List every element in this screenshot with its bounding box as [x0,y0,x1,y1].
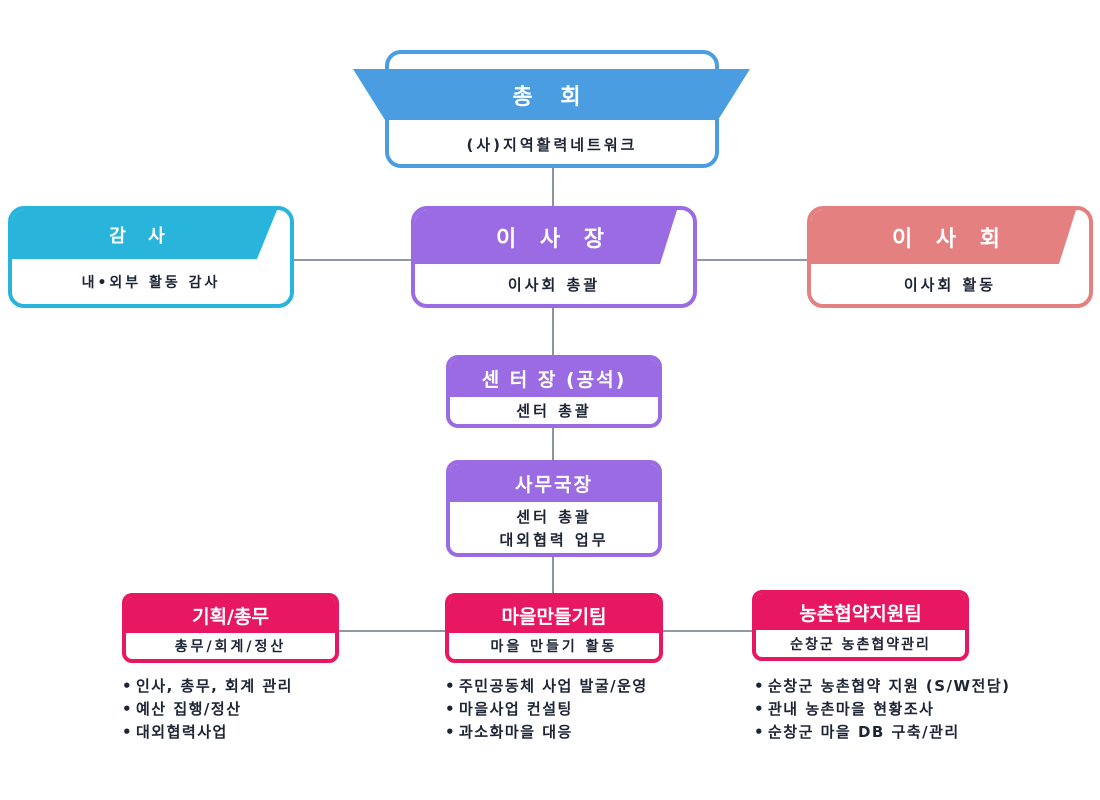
auditor-title: 감 사 [109,225,173,247]
team-village-box: 마을만들기팀 마을 만들기 활동 [445,593,663,663]
secretary-general-box: 사무국장 센터 총괄 대외협력 업무 [446,460,662,557]
general-assembly-subtitle: (사)지역활력네트워크 [466,135,638,154]
team-rural-duties: 순창군 농촌협약 지원 (S/W전담) 관내 농촌마을 현황조사 순창군 마을 … [754,675,1011,744]
chairman-title: 이 사 장 [495,227,613,252]
team-planning-title: 기획/총무 [126,597,335,633]
list-item: 예산 집행/정산 [122,698,293,721]
board-box: 이 사 회 이사회 활동 [807,206,1093,308]
center-director-title: 센 터 장 (공석) [450,359,658,397]
team-village-subtitle: 마을 만들기 활동 [490,639,618,655]
list-item: 관내 농촌마을 현황조사 [754,698,1011,721]
center-director-subtitle: 센터 총괄 [516,402,592,420]
board-title: 이 사 회 [891,227,1009,252]
auditor-box: 감 사 내•외부 활동 감사 [8,206,294,308]
team-planning-box: 기획/총무 총무/회계/정산 [122,593,339,663]
list-item: 과소화마을 대응 [445,721,648,744]
list-item: 순창군 마을 DB 구축/관리 [754,721,1011,744]
chairman-subtitle: 이사회 총괄 [507,275,601,294]
auditor-band-shape [12,210,277,259]
team-rural-subtitle: 순창군 농촌협약관리 [790,636,931,653]
board-subtitle: 이사회 활동 [903,275,997,294]
list-item: 대외협력사업 [122,721,293,744]
general-assembly-title: 총 회 [512,84,591,110]
chairman-band-shape [415,210,677,264]
board-band-shape [811,210,1076,264]
secretary-general-subtitle-2: 대외협력 업무 [499,531,609,549]
team-rural-title: 농촌협약지원팀 [756,594,965,630]
auditor-subtitle: 내•외부 활동 감사 [81,274,221,291]
team-village-title: 마을만들기팀 [449,597,659,633]
general-assembly-banner [353,69,750,120]
list-item: 주민공동체 사업 발굴/운영 [445,675,648,698]
team-village-duties: 주민공동체 사업 발굴/운영 마을사업 컨설팅 과소화마을 대응 [445,675,648,744]
list-item: 순창군 농촌협약 지원 (S/W전담) [754,675,1011,698]
team-planning-subtitle: 총무/회계/정산 [174,639,287,655]
team-rural-box: 농촌협약지원팀 순창군 농촌협약관리 [752,590,969,661]
secretary-general-title: 사무국장 [450,464,658,502]
list-item: 마을사업 컨설팅 [445,698,648,721]
secretary-general-subtitle-1: 센터 총괄 [516,508,592,526]
team-planning-duties: 인사, 총무, 회계 관리 예산 집행/정산 대외협력사업 [122,675,293,744]
center-director-box: 센 터 장 (공석) 센터 총괄 [446,355,662,428]
list-item: 인사, 총무, 회계 관리 [122,675,293,698]
chairman-box: 이 사 장 이사회 총괄 [411,206,697,308]
